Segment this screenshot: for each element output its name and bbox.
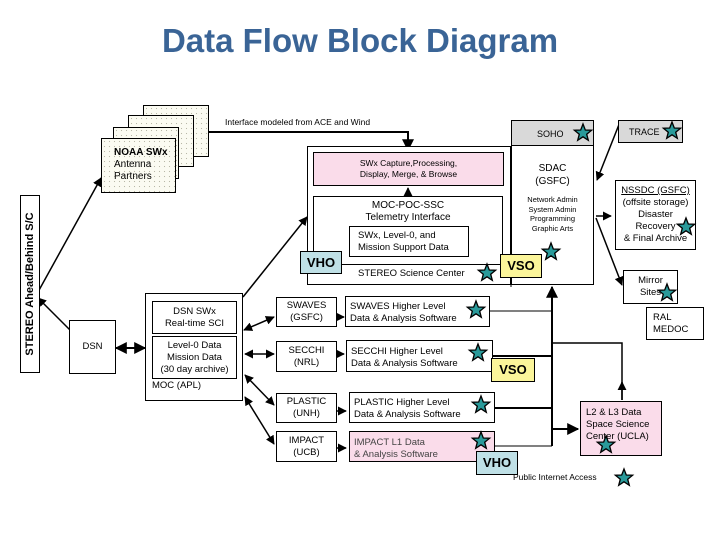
interface-note: Interface modeled from ACE and Wind (225, 117, 371, 127)
spacecraft-label: STEREO Ahead/Behind S/C (20, 195, 40, 373)
secchi-software-box[interactable]: SECCHI Higher Level Data & Analysis Soft… (346, 340, 493, 372)
trace-box[interactable]: TRACE (618, 120, 683, 143)
instrument-impact[interactable]: IMPACT (UCB) (276, 431, 337, 462)
vho-badge-bottom[interactable]: VHO (476, 451, 518, 475)
ucla-data-center-box[interactable]: L2 & L3 Data Space Science Center (UCLA) (580, 401, 662, 456)
dsn-swx-realtime-box[interactable]: DSN SWx Real-time SCI (152, 301, 237, 334)
vho-badge-top[interactable]: VHO (300, 251, 342, 274)
moc-plastic-arrow (244, 374, 275, 406)
instrument-swaves[interactable]: SWAVES (GSFC) (276, 297, 337, 327)
ral-medoc-box[interactable]: RAL MEDOC (646, 307, 704, 340)
page-title: Data Flow Block Diagram (161, 22, 559, 59)
vso-badge-top[interactable]: VSO (500, 254, 542, 278)
swaves-software-box[interactable]: SWAVES Higher Level Data & Analysis Soft… (345, 296, 490, 327)
instrument-secchi[interactable]: SECCHI (NRL) (276, 341, 337, 372)
instrument-plastic[interactable]: PLASTIC (UNH) (276, 393, 337, 423)
soho-box[interactable]: SOHO (511, 120, 594, 146)
mirror-sites-box[interactable]: Mirror Sites (623, 270, 678, 304)
vso-badge-bottom[interactable]: VSO (491, 358, 535, 382)
ssc-label: STEREO Science Center (358, 268, 465, 279)
public-internet-access-legend: Public Internet Access (513, 472, 597, 482)
nssdc-box[interactable]: NSSDC (GSFC) (offsite storage) Disaster … (615, 180, 696, 250)
trace-to-sdac-arrow (595, 121, 621, 181)
moc-to-ssc-arrow (242, 216, 308, 298)
noaa-antenna-partners[interactable]: NOAA SWx Antenna Partners (101, 138, 176, 193)
level0-data-box[interactable]: Level-0 Data Mission Data (30 day archiv… (152, 336, 237, 379)
mission-support-data-box[interactable]: SWx, Level-0, and Mission Support Data (349, 226, 469, 257)
moc-swaves-arrow (243, 316, 275, 331)
sc-to-noaa-arrow (37, 177, 102, 293)
star-icon-legend (614, 468, 634, 486)
dsn-box[interactable]: DSN (69, 320, 116, 374)
plastic-software-box[interactable]: PLASTIC Higher Level Data & Analysis Sof… (349, 392, 495, 423)
moc-label: MOC (APL) (152, 380, 202, 391)
moc-impact-arrow (244, 396, 275, 445)
impact-software-box[interactable]: IMPACT L1 Data & Analysis Software (349, 431, 495, 462)
swx-capture-box[interactable]: SWx Capture,Processing, Display, Merge, … (313, 152, 504, 186)
